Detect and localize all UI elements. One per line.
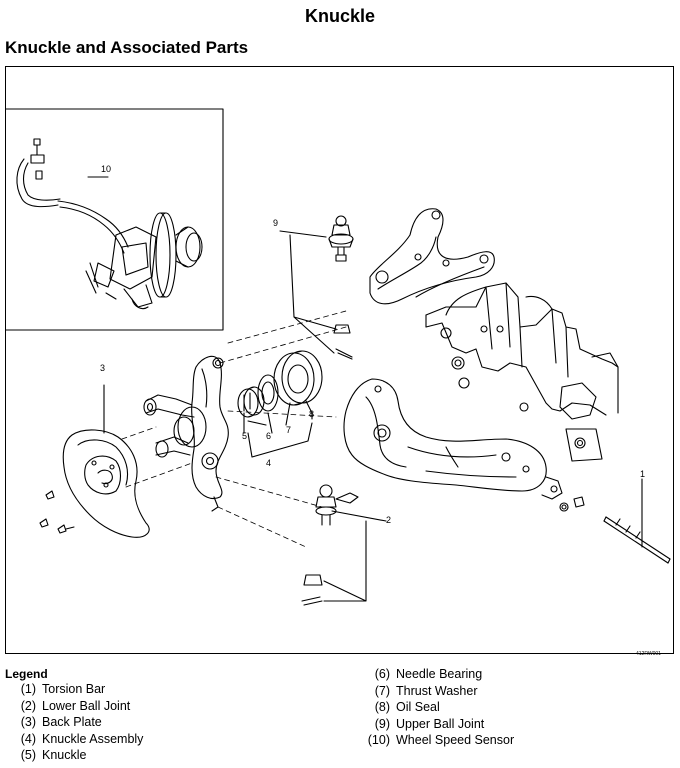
legend-item-label: Oil Seal <box>396 700 440 714</box>
legend-item: (7) Thrust Washer <box>360 683 514 700</box>
legend-title: Legend <box>5 667 48 681</box>
legend-item-number: (9) <box>374 716 390 731</box>
legend-item-label: Lower Ball Joint <box>42 698 131 713</box>
legend-item: (4) Knuckle Assembly <box>10 731 144 748</box>
legend-item: (9) Upper Ball Joint <box>360 716 514 733</box>
callout-4: 4 <box>266 458 271 468</box>
legend-item-number: (10) <box>367 733 390 747</box>
bearing-washer-seal <box>237 350 323 418</box>
torsion-bar <box>603 516 671 564</box>
legend-item-number: (4) <box>20 731 36 746</box>
legend-item: (1) Torsion Bar <box>10 681 143 698</box>
diagram-drawing: 1 2 3 4 5 6 7 8 9 10 <box>6 108 671 606</box>
knuckle <box>143 355 229 512</box>
legend-item: (8) Oil Seal <box>360 699 514 716</box>
legend-item-label: Upper Ball Joint <box>396 716 485 731</box>
section-title: Knuckle and Associated Parts <box>5 38 249 57</box>
callout-2: 2 <box>386 515 391 525</box>
callout-1: 1 <box>640 469 645 479</box>
exploded-diagram: 1 2 3 4 5 6 7 8 9 10 <box>5 66 674 654</box>
callout-3: 3 <box>100 363 105 373</box>
callout-6: 6 <box>266 431 271 441</box>
callout-9: 9 <box>273 218 278 228</box>
legend-item-number: (3) <box>20 715 36 729</box>
callout-7: 7 <box>286 425 291 435</box>
inset-box <box>6 108 224 331</box>
legend-item: (10) Wheel Speed Sensor <box>360 732 514 749</box>
callout-5: 5 <box>242 431 247 441</box>
callout-8: 8 <box>309 409 314 419</box>
inset-sensor-assembly <box>16 138 203 310</box>
upper-control-arm <box>369 208 495 305</box>
leader-4-8 <box>243 400 313 458</box>
legend-item-label: Needle Bearing <box>396 667 483 681</box>
legend-item-label: Wheel Speed Sensor <box>396 733 515 747</box>
legend-item-label: Back Plate <box>42 715 102 729</box>
legend-item-number: (1) <box>20 682 36 696</box>
legend-item-number: (7) <box>374 683 390 698</box>
back-plate <box>62 384 150 538</box>
legend-list-right: (6) Needle Bearing (7) Thrust Washer (8) Oi… <box>360 666 514 749</box>
legend-item-number: (2) <box>20 698 36 713</box>
legend-item: (5) Knuckle <box>10 747 143 764</box>
back-plate-bolts <box>39 490 75 534</box>
callout-10: 10 <box>101 164 111 174</box>
leader-9 <box>279 230 337 354</box>
legend-item-label: Knuckle Assembly <box>42 731 144 746</box>
legend-item: (3) Back Plate <box>10 714 143 731</box>
legend-item-number: (8) <box>374 700 390 714</box>
legend-item-label: Torsion Bar <box>42 682 106 696</box>
legend-item: (2) Lower Ball Joint <box>10 698 143 715</box>
legend-item-label: Knuckle <box>42 748 87 762</box>
legend-item: (6) Needle Bearing <box>360 666 514 683</box>
legend-item-number: (6) <box>374 667 390 681</box>
figure-code: 412RW001 <box>636 651 661 657</box>
legend-item-number: (5) <box>20 748 36 762</box>
legend-item-label: Thrust Washer <box>396 683 478 698</box>
leader-2 <box>323 510 387 602</box>
lower-ball-joint <box>301 484 359 606</box>
assembly-guide-lines <box>121 310 347 548</box>
upper-ball-joint <box>328 215 354 360</box>
legend-list-left: (1) Torsion Bar (2) Lower Ball Joint (3) Ba… <box>10 681 144 764</box>
frame-bracket <box>425 282 619 462</box>
page-title: Knuckle <box>304 6 376 26</box>
lower-control-arm <box>343 378 585 512</box>
